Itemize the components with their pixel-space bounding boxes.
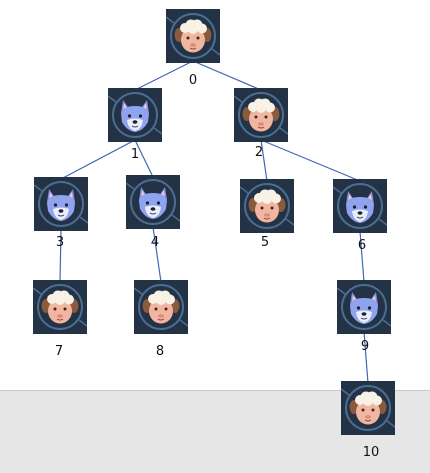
node-label: 9	[360, 339, 370, 354]
tree-node-3[interactable]	[34, 177, 88, 231]
tree-node-2[interactable]	[234, 88, 288, 142]
wolf-icon	[346, 191, 374, 223]
tree-edge	[192, 60, 262, 91]
sheep-icon	[242, 98, 280, 132]
tree-node-9[interactable]	[337, 280, 391, 334]
node-label: 10	[362, 445, 380, 460]
tree-node-5[interactable]	[240, 179, 294, 233]
wolf-icon	[139, 187, 167, 219]
tree-node-10[interactable]	[341, 381, 395, 435]
sheep-icon	[349, 391, 387, 425]
node-ring-frame	[134, 284, 188, 330]
node-ring-frame	[126, 179, 180, 225]
node-label: 8	[155, 344, 165, 359]
node-ring-frame	[234, 92, 288, 138]
node-ring-frame	[166, 13, 220, 59]
node-label: 3	[55, 235, 65, 250]
tree-node-6[interactable]	[333, 179, 387, 233]
tree-edge	[152, 226, 162, 283]
node-ring-frame	[33, 284, 87, 330]
tree-edge	[260, 139, 361, 182]
node-label: 1	[130, 147, 140, 162]
node-ring-frame	[333, 183, 387, 229]
tree-node-1[interactable]	[108, 88, 162, 142]
wolf-icon	[47, 189, 75, 221]
tree-edge	[363, 331, 369, 384]
tree-edge	[59, 228, 62, 283]
sheep-icon	[248, 189, 286, 223]
sheep-icon	[142, 290, 180, 324]
node-label: 4	[150, 235, 160, 250]
tree-node-7[interactable]	[33, 280, 87, 334]
tree-edge	[134, 60, 194, 91]
node-ring-frame	[337, 284, 391, 330]
node-label: 6	[357, 238, 367, 253]
node-label: 7	[54, 344, 64, 359]
tree-node-0[interactable]	[166, 9, 220, 63]
node-ring-frame	[34, 181, 88, 227]
tree-edge	[260, 139, 268, 182]
wolf-icon	[350, 292, 378, 324]
node-ring-frame	[240, 183, 294, 229]
node-label: 5	[260, 235, 270, 250]
sheep-icon	[41, 290, 79, 324]
node-label: 0	[188, 73, 198, 88]
node-ring-frame	[341, 385, 395, 431]
tree-edge	[60, 139, 136, 180]
tree-edge	[134, 139, 154, 178]
tree-node-4[interactable]	[126, 175, 180, 229]
node-ring-frame	[108, 92, 162, 138]
tree-edge	[359, 230, 365, 283]
wolf-icon	[121, 100, 149, 132]
sheep-icon	[174, 19, 212, 53]
node-label: 2	[254, 145, 264, 160]
tree-node-8[interactable]	[134, 280, 188, 334]
